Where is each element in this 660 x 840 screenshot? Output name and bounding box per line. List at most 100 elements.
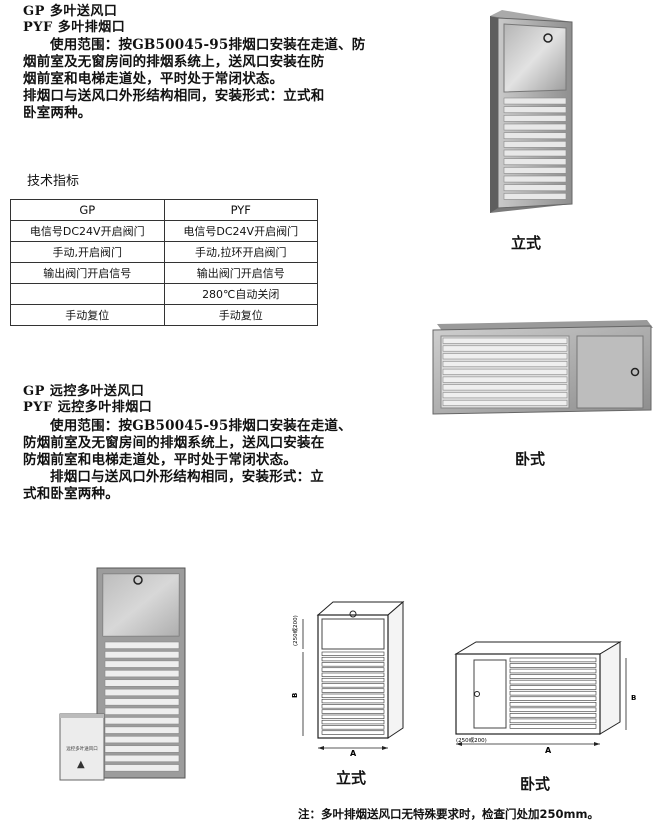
vertical-vent-drawing: (250或200) B A bbox=[291, 600, 405, 758]
vertical-vent-photo bbox=[490, 10, 573, 213]
louver-slat bbox=[509, 690, 597, 696]
louver-slat bbox=[321, 714, 385, 719]
louver-slat bbox=[442, 384, 568, 391]
table-cell: 输出阀门开启信号 bbox=[163, 262, 318, 284]
caption-vertical-photo: 立式 bbox=[511, 234, 542, 252]
table-row: 电信号DC24V开启阀门 电信号DC24V开启阀门 bbox=[10, 220, 318, 242]
table-row: 手动复位 手动复位 bbox=[10, 304, 318, 326]
flame-icon: ▲ bbox=[77, 759, 85, 770]
louver-slat bbox=[321, 693, 385, 698]
louver-slat bbox=[509, 702, 597, 707]
table-cell: 输出阀门开启信号 bbox=[10, 262, 165, 284]
louver-slat bbox=[321, 672, 385, 677]
s2-line-3: 防烟前室和电梯走道处，平时处于常闭状态。 bbox=[23, 452, 297, 468]
s2-line-2: 防烟前室及无窗房间的排烟系统上，送风口安装在 bbox=[23, 435, 325, 451]
louver-slat bbox=[104, 764, 180, 772]
table-cell: 手动,拉环开启阀门 bbox=[163, 241, 318, 263]
louver-slat bbox=[509, 718, 597, 724]
louver-slat bbox=[104, 698, 180, 706]
s2-line-5: 式和卧室两种。 bbox=[23, 486, 119, 502]
louver-slat bbox=[104, 641, 180, 649]
section1-heading-2: PYF 多叶排烟口 bbox=[23, 20, 126, 35]
table-row: 输出阀门开启信号 输出阀门开启信号 bbox=[10, 262, 318, 284]
louver-slat bbox=[503, 193, 567, 200]
s2-line-4: 排烟口与送风口外形结构相同，安装形式：立 bbox=[50, 469, 324, 485]
section2-heading-1: GP 远控多叶送风口 bbox=[23, 384, 145, 399]
louver-slat bbox=[321, 656, 385, 662]
table-cell: 280℃自动关闭 bbox=[163, 283, 318, 305]
louver-slat bbox=[321, 698, 385, 704]
louver-slat bbox=[503, 167, 567, 174]
louver-slat bbox=[321, 704, 385, 709]
s1-line-1: 使用范围：按GB50045-95排烟口安装在走道、防 bbox=[50, 37, 366, 53]
louver-slat bbox=[442, 345, 568, 352]
louver-slat bbox=[503, 184, 567, 192]
louver-slat bbox=[104, 651, 180, 659]
caption-horizontal-drawing: 卧式 bbox=[520, 775, 551, 793]
dim-a-horizontal: A bbox=[545, 746, 552, 755]
dim-b-horizontal: B bbox=[631, 694, 636, 702]
louver-slat bbox=[509, 663, 597, 668]
louver-slat bbox=[104, 688, 180, 697]
s1-line-3: 烟前室和电梯走道处，平时处于常闭状态。 bbox=[23, 71, 284, 87]
table-header-pyf: PYF bbox=[163, 199, 318, 221]
louver-slat bbox=[509, 685, 597, 690]
section2-heading-2: PYF 远控多叶排烟口 bbox=[23, 400, 153, 415]
louver-slat bbox=[321, 725, 385, 730]
louver-slat bbox=[509, 668, 597, 674]
louver-slat bbox=[442, 376, 568, 383]
louver-slat bbox=[509, 724, 597, 729]
section1-heading-1: GP 多叶送风口 bbox=[23, 4, 118, 19]
louver-slat bbox=[321, 667, 385, 672]
dim-vertical-top: (250或200) bbox=[291, 615, 299, 646]
louver-slat bbox=[321, 709, 385, 714]
louver-slat bbox=[503, 106, 567, 114]
louver-slat bbox=[503, 115, 567, 122]
louver-slat bbox=[104, 717, 180, 725]
footnote: 注：多叶排烟送风口无特殊要求时，检查门处加250mm。 bbox=[298, 807, 599, 821]
louver-slat bbox=[503, 141, 567, 148]
caption-vertical-drawing: 立式 bbox=[336, 769, 367, 787]
louver-slat bbox=[509, 657, 597, 663]
louver-slat bbox=[104, 669, 180, 678]
louver-slat bbox=[104, 735, 180, 744]
remote-vent-photo: 远控多叶送风口 ▲ bbox=[59, 567, 186, 781]
s1-line-2: 烟前室及无窗房间的排烟系统上，送风口安装在防 bbox=[23, 54, 325, 70]
louver-slat bbox=[321, 688, 385, 693]
table-cell: 手动复位 bbox=[163, 304, 318, 326]
louver-slat bbox=[321, 719, 385, 725]
louver-slat bbox=[321, 730, 385, 735]
louver-slat bbox=[104, 679, 180, 687]
louver-slat bbox=[321, 677, 385, 683]
louver-slat bbox=[509, 707, 597, 713]
s1-line-4: 排烟口与送风口外形结构相同，安装形式：立式和 bbox=[23, 88, 325, 104]
louver-slat bbox=[442, 368, 568, 375]
dim-horizontal-left: (250或200) bbox=[456, 736, 487, 744]
louver-slat bbox=[503, 175, 567, 183]
louver-slat bbox=[104, 754, 180, 763]
louver-slat bbox=[321, 683, 385, 688]
louver-slat bbox=[503, 97, 567, 105]
louver-slat bbox=[442, 392, 568, 399]
table-header-row: GP PYF bbox=[10, 199, 318, 221]
table-cell: 电信号DC24V开启阀门 bbox=[163, 220, 318, 242]
control-box-label: 远控多叶送风口 bbox=[66, 745, 98, 752]
louver-slat bbox=[442, 361, 568, 368]
s1-line-5: 卧室两种。 bbox=[23, 105, 92, 121]
louver-slat bbox=[509, 674, 597, 679]
spec-table: GP PYF 电信号DC24V开启阀门 电信号DC24V开启阀门 手动,开启阀门… bbox=[10, 199, 318, 326]
louver-slat bbox=[321, 651, 385, 656]
louver-slat bbox=[104, 660, 180, 668]
louver-slat bbox=[509, 696, 597, 701]
horizontal-vent-drawing: B (250或200) A bbox=[454, 641, 636, 755]
table-cell: 电信号DC24V开启阀门 bbox=[10, 220, 165, 242]
s2-line-1: 使用范围：按GB50045-95排烟口安装在走道、 bbox=[50, 418, 352, 434]
louver-slat bbox=[509, 679, 597, 685]
louver-slat bbox=[503, 158, 567, 166]
section1-paragraph: 使用范围：按GB50045-95排烟口安装在走道、防 烟前室及无窗房间的排烟系统… bbox=[23, 37, 373, 122]
dim-b-vertical: B bbox=[291, 693, 299, 698]
table-cell bbox=[10, 283, 165, 305]
caption-horizontal-photo: 卧式 bbox=[515, 450, 546, 468]
dim-a-vertical: A bbox=[350, 749, 357, 758]
table-row: 280℃自动关闭 bbox=[10, 283, 318, 305]
